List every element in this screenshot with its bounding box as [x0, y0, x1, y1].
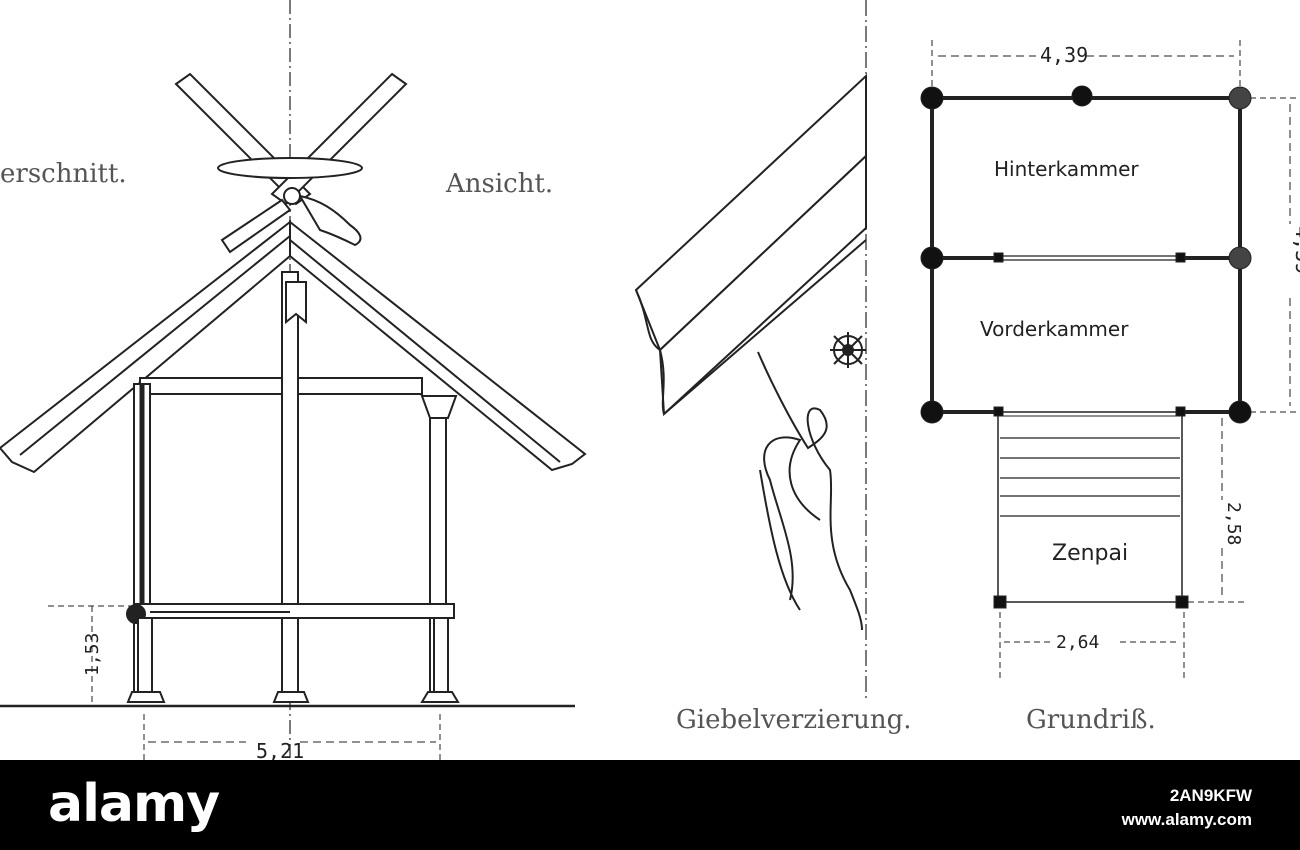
architectural-drawing: 1,53 5,21 erschnitt. Ansicht. Giebelverz…	[0, 0, 1300, 760]
center-post	[281, 271, 299, 693]
site-url: www.alamy.com	[1121, 810, 1252, 829]
watermark-footer: alamy 2AN9KFW www.alamy.com	[0, 760, 1300, 850]
label-ansicht: Ansicht.	[445, 169, 553, 199]
alamy-logo: alamy	[48, 774, 220, 834]
scroll-ornament	[757, 351, 863, 631]
katsuogi-log	[217, 157, 363, 179]
dimension-zenpai-depth-label: 2,58	[1223, 502, 1244, 545]
shrine-elevation	[0, 0, 587, 760]
dimension-height-label: 1,53	[82, 633, 103, 676]
room-zenpai: Zenpai	[1052, 541, 1128, 566]
label-grundriss: Grundriß.	[1026, 705, 1156, 735]
dimension-zenpai-width-label: 2,64	[1056, 632, 1099, 653]
image-id: 2AN9KFW	[1169, 786, 1252, 805]
label-giebelverzierung: Giebelverzierung.	[676, 705, 912, 735]
room-hinterkammer: Hinterkammer	[994, 157, 1139, 181]
gable-ornament-detail	[634, 0, 867, 700]
floor-plan	[920, 40, 1300, 680]
dimension-plan-depth-label: 4,39	[1291, 226, 1300, 274]
roof-right	[289, 219, 587, 472]
dimension-plan-width-label: 4,39	[1040, 43, 1088, 67]
ridge-ornament	[298, 194, 362, 247]
label-querschnitt: erschnitt.	[0, 159, 127, 189]
rosette-ornament	[830, 332, 866, 368]
chigi-finials	[174, 72, 408, 206]
dimension-width-label: 5,21	[256, 739, 304, 760]
room-vorderkammer: Vorderkammer	[980, 317, 1129, 341]
